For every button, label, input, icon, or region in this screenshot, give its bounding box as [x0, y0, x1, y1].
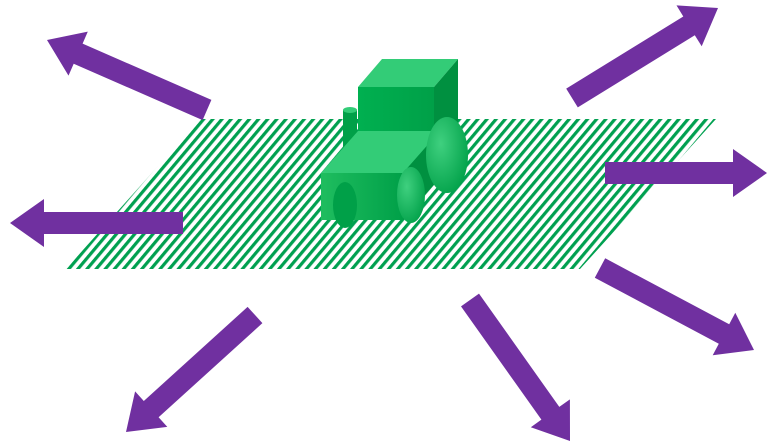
tractor-front-wheel-right [397, 167, 425, 223]
tractor-icon [321, 59, 468, 228]
arrow-right [605, 149, 767, 197]
tractor-body-front [321, 173, 403, 220]
arrow-up-right [566, 5, 718, 108]
tractor-front-wheel-left [333, 182, 357, 228]
arrow-down-left [126, 306, 263, 432]
arrow-down-right [594, 258, 754, 356]
arrow-left [10, 199, 183, 247]
arrow-group [10, 5, 767, 441]
arrow-down [461, 293, 570, 441]
tractor-exhaust-top [343, 107, 357, 113]
tractor-rear-wheel [426, 117, 468, 193]
tractor-cab-top [358, 59, 458, 87]
arrow-up-left [47, 31, 212, 121]
tractor-body-top [321, 131, 440, 173]
